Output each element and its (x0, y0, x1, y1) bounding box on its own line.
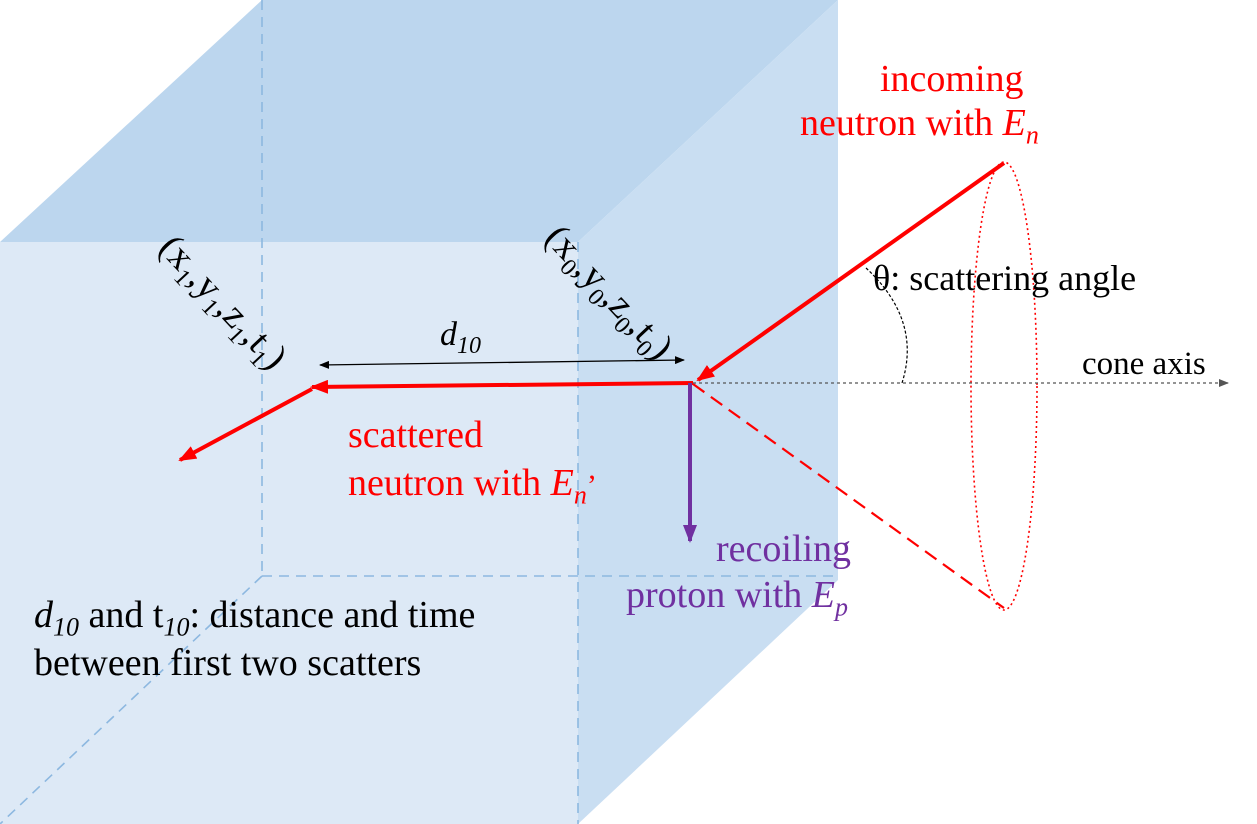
cube-hidden-edges (0, 0, 838, 824)
cube-front-face (0, 242, 578, 824)
incoming-label-line1: incoming (880, 58, 1024, 100)
recoil-energy-subscript: p (835, 592, 848, 622)
scattered-label-text: neutron with (348, 462, 551, 504)
cone-lower-edge (692, 383, 1005, 609)
note-d-symbol: d (34, 594, 53, 636)
scattered-label-line1: scattered (348, 414, 484, 456)
scattered-label-line2: neutron with En’ (348, 462, 597, 508)
scattered-neutron-arrow (310, 379, 694, 394)
scattered-energy-symbol: E (550, 462, 574, 504)
cube-side-face (578, 0, 838, 824)
incoming-label-text: neutron with (800, 102, 1003, 144)
scattering-angle-arc (865, 267, 908, 384)
second-scatter-arrow (178, 387, 313, 462)
scattered-energy-subscript: n (573, 480, 587, 510)
incoming-label-line2: neutron with En (800, 102, 1039, 148)
d10-subscript: 10 (457, 332, 481, 359)
incoming-energy-subscript: n (1025, 120, 1039, 150)
recoil-energy-symbol: E (811, 574, 835, 616)
note-and-t: and t (79, 594, 164, 636)
recoiling-proton-label: recoiling proton with Ep (626, 528, 852, 620)
d10-t10-note: d10 and t10: distance and time between f… (34, 596, 475, 682)
recoil-label-line2: proton with Ep (626, 574, 851, 620)
note-rest: : distance and time (189, 594, 476, 636)
recoil-label-text: proton with (626, 574, 812, 616)
note-line2: between first two scatters (34, 642, 422, 684)
cone-axis-label: cone axis (1082, 346, 1206, 382)
recoil-label-line1: recoiling (716, 528, 852, 570)
distance-d10-label: d10 (440, 316, 481, 358)
d10-distance-arrow (319, 356, 685, 369)
note-d-subscript: 10 (53, 612, 79, 642)
scattered-energy-prime: ’ (586, 469, 597, 502)
note-t-subscript: 10 (163, 612, 190, 642)
note-line1: d10 and t10: distance and time (34, 594, 476, 640)
scattered-neutron-label: scattered neutron with En’ (348, 414, 597, 508)
d10-symbol: d (440, 316, 457, 353)
incoming-neutron-arrow (696, 161, 1006, 382)
incoming-energy-symbol: E (1002, 102, 1026, 144)
cube-top-face (0, 0, 838, 242)
incoming-neutron-label: incoming neutron with En (800, 58, 1039, 148)
cone-base-ellipse (970, 161, 1038, 611)
scattering-angle-label: θ: scattering angle (873, 258, 1137, 298)
